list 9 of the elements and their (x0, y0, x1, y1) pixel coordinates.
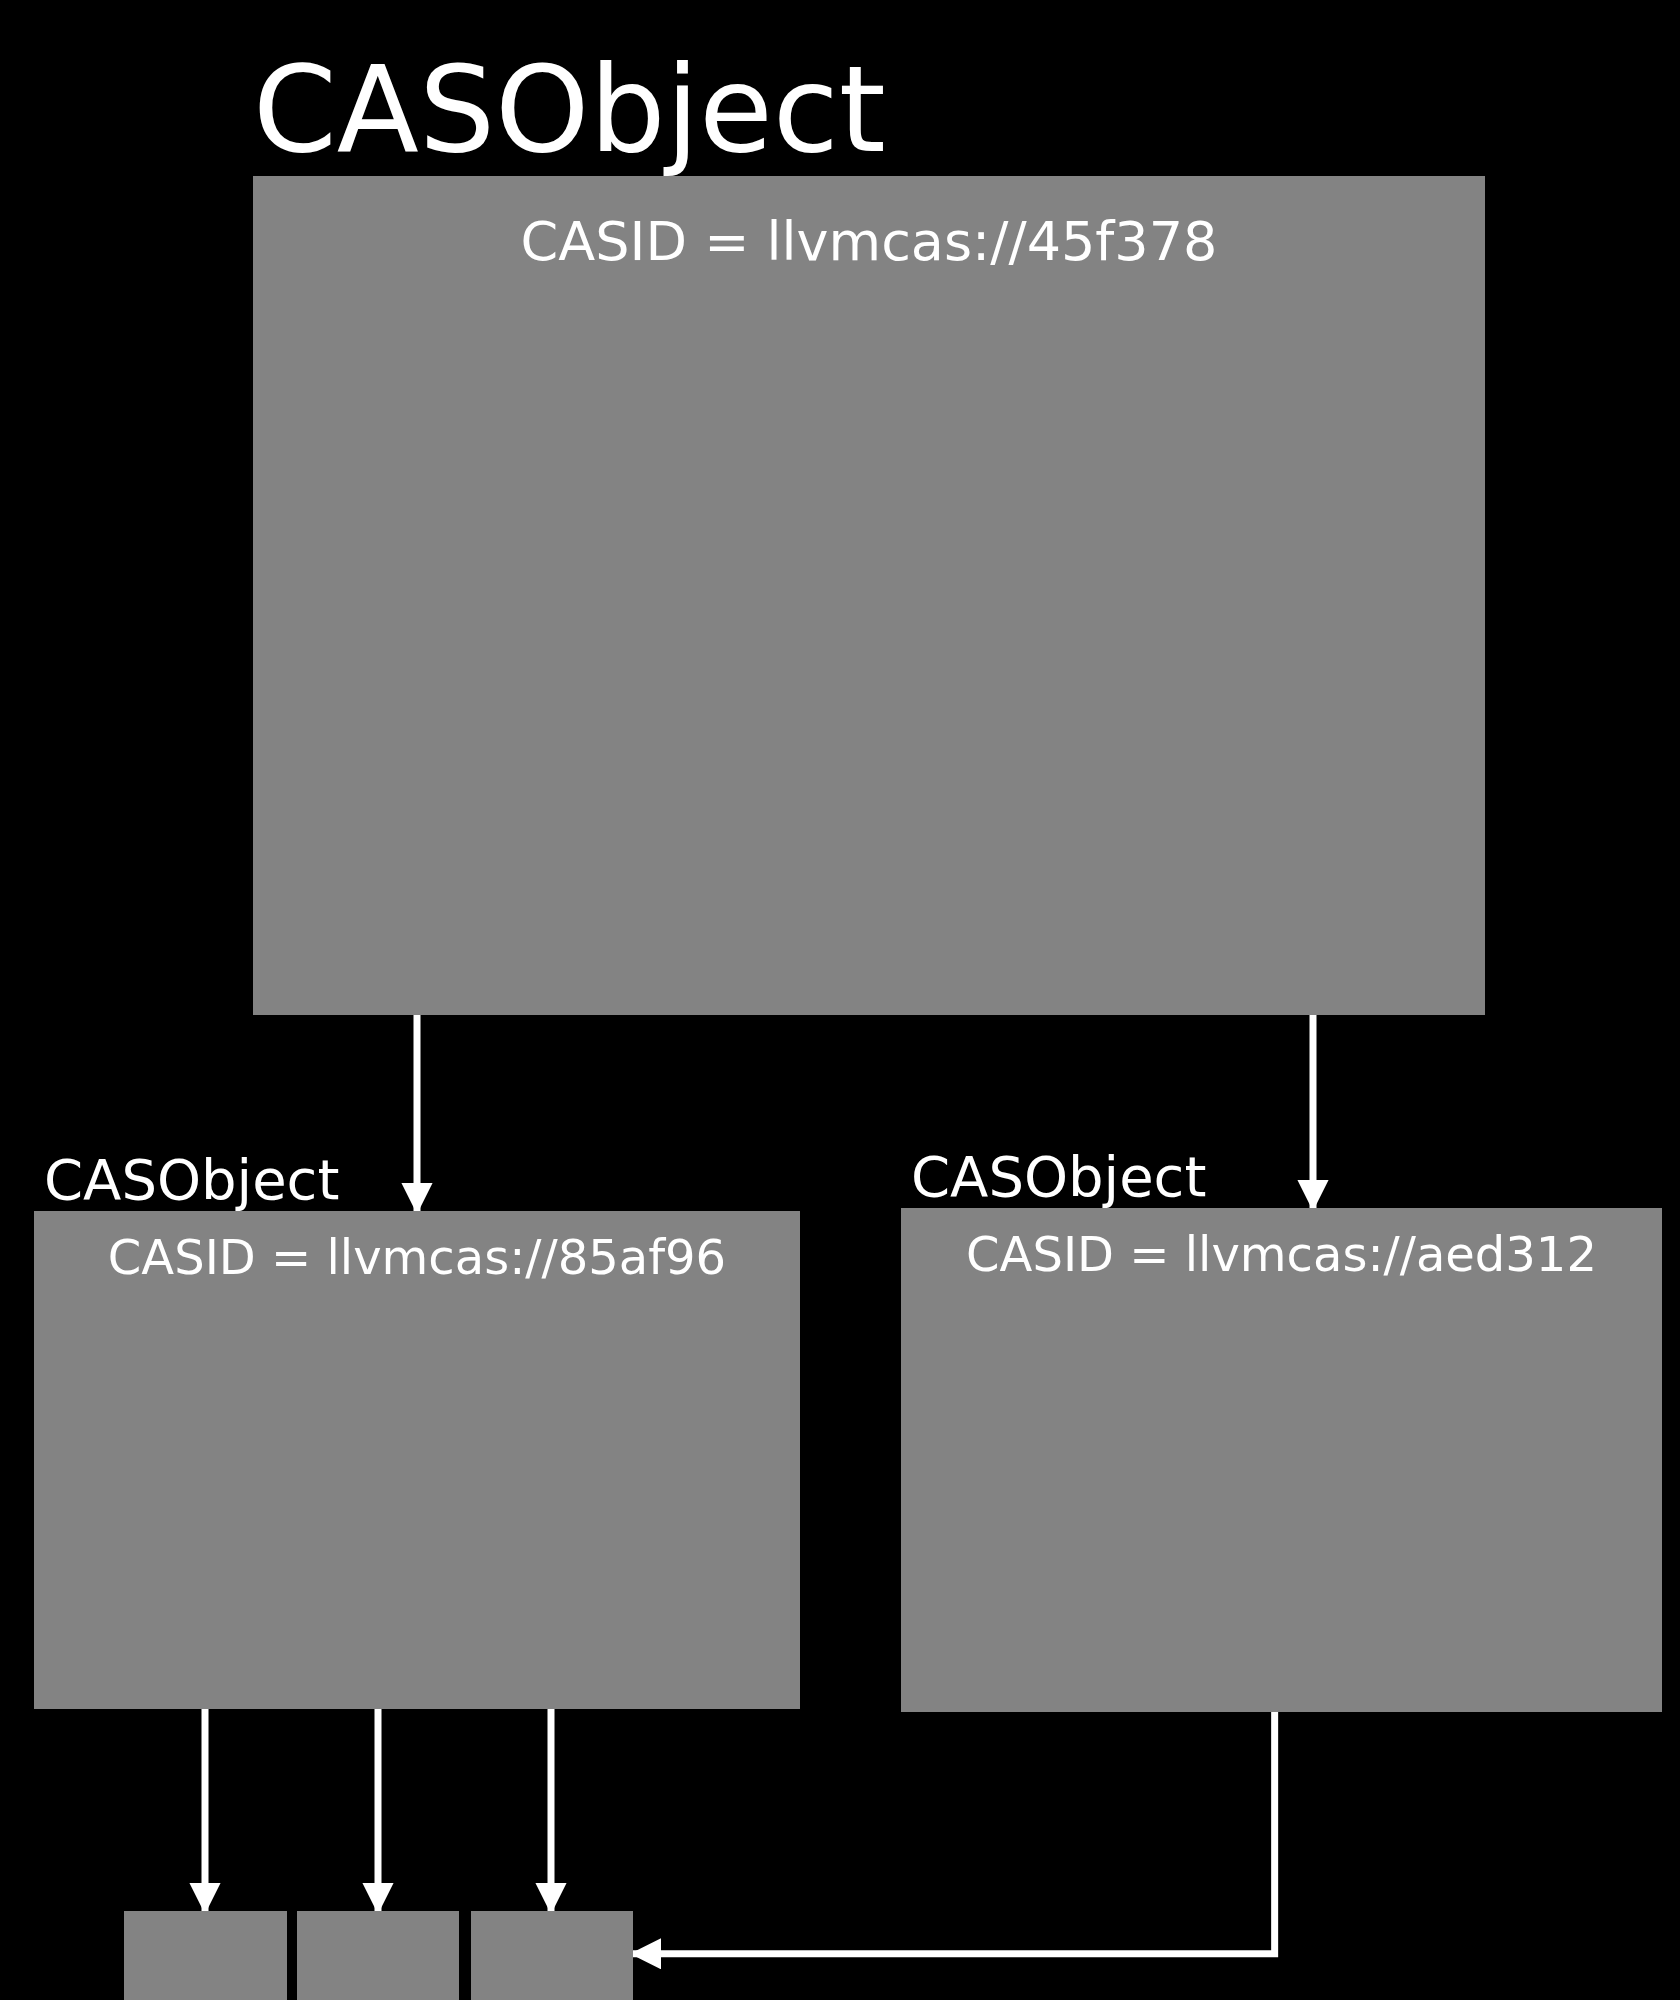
object-heading: CASObject (44, 1149, 340, 1211)
object-heading: CASObject (253, 44, 886, 176)
object-heading: CASObject (911, 1146, 1207, 1208)
casid-text: CASID = llvmcas://85af96 (106, 1229, 728, 1285)
small-box (297, 1911, 459, 2000)
casid-text: CASID = llvmcas://45f378 (519, 210, 1219, 273)
casid-text: CASID = llvmcas://aed312 (965, 1226, 1598, 1282)
small-box (471, 1911, 633, 2000)
small-box (124, 1911, 287, 2000)
